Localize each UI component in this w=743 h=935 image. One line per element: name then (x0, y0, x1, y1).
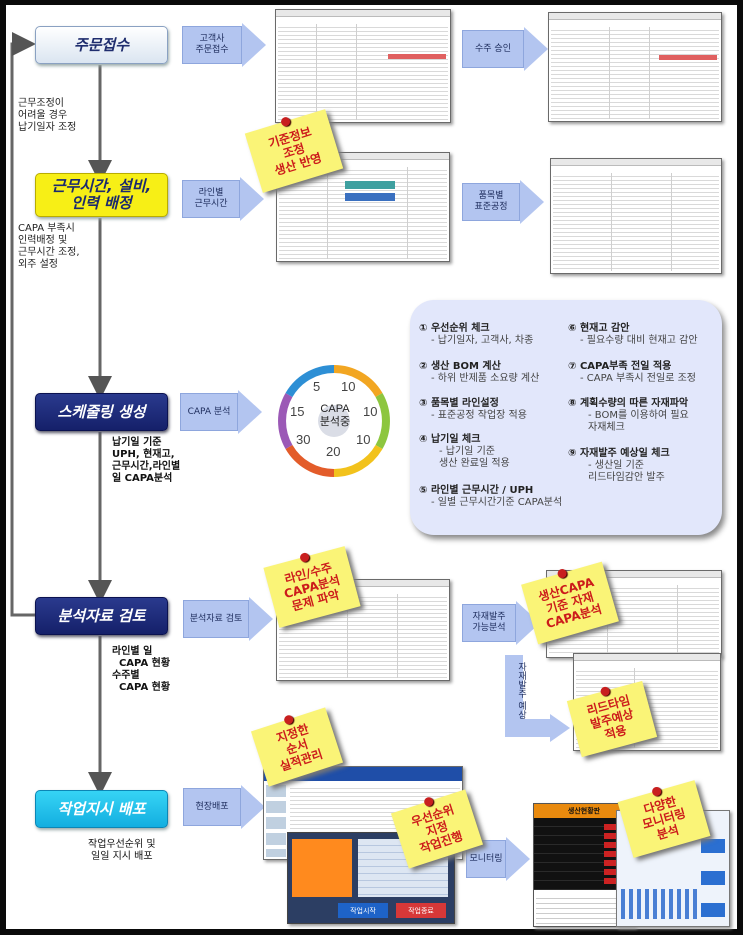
note-adjust-deadline: 근무조정이 어려울 경우 납기일자 조정 (18, 98, 77, 133)
material-check-label: 자재발주 예상 (516, 662, 526, 719)
check-item-4: ④ 납기일 체크- 납기일 기준 생산 완료일 적용 (419, 434, 510, 469)
step-worktime-assignment: 근무시간, 설비, 인력 배정 (35, 173, 168, 217)
material-down-arrow (505, 655, 552, 737)
screenshot-order-approve (548, 12, 722, 122)
gauge-num-10b: 10 (363, 404, 378, 419)
capa-gauge (278, 365, 390, 477)
capa-check-panel (410, 300, 722, 535)
check-item-6: ⑥ 현재고 감안- 필요수량 대비 현재고 감안 (568, 323, 698, 346)
check-item-7: ⑦ CAPA부족 전일 적용- CAPA 부족시 전일로 조정 (568, 361, 696, 384)
gauge-num-20: 20 (326, 444, 341, 459)
step-analysis-review: 분석자료 검토 (35, 597, 168, 635)
work-start-button: 작업시작 (338, 903, 388, 918)
step-work-dispatch: 작업지시 배포 (35, 790, 168, 828)
note-capa-shortage: CAPA 부족시 인력배정 및 근무시간 조정, 외주 설정 (18, 223, 80, 270)
screenshot-line-worktime (276, 152, 450, 262)
gauge-num-30: 30 (296, 432, 311, 447)
gauge-center-label: CAPA 분석중 (316, 403, 354, 429)
note-dispatch-desc: 작업우선순위 및 일일 지시 배포 (88, 839, 156, 862)
step-schedule-generation: 스케줄링 생성 (35, 393, 168, 431)
check-item-2: ② 생산 BOM 계산- 하위 반제품 소요량 계산 (419, 361, 540, 384)
step-order-intake: 주문접수 (35, 26, 168, 64)
check-item-8: ⑧ 계획수량의 따른 자재파악- BOM를 이용하여 필요 자재체크 (568, 398, 689, 433)
gauge-num-10a: 10 (341, 379, 356, 394)
check-item-9: ⑨ 자재발주 예상일 체크- 생산일 기준 리드타임감안 발주 (568, 448, 670, 483)
monitor-board-title: 생산현황판 (534, 804, 634, 818)
work-end-button: 작업종료 (396, 903, 446, 918)
check-item-5: ⑤ 라인별 근무시간 / UPH- 일별 근무시간기준 CAPA분석 (419, 485, 563, 508)
gauge-center-line1: CAPA (320, 403, 350, 415)
check-item-3: ③ 품목별 라인설정- 표준공정 작업장 적용 (419, 398, 527, 421)
screenshot-order-list (275, 9, 451, 123)
note-analysis-desc: 라인별 일 CAPA 현황 수주별 CAPA 현황 (112, 646, 171, 693)
gauge-num-15: 15 (290, 404, 305, 419)
feedback-loop-line (10, 32, 36, 617)
note-schedule-desc: 납기일 기준 UPH, 현재고, 근무시간,라인별 일 CAPA분석 (112, 437, 181, 484)
check-item-1: ① 우선순위 체크- 납기일자, 고객사, 차종 (419, 323, 534, 346)
screenshot-item-process (550, 158, 722, 274)
gauge-num-5: 5 (313, 379, 321, 394)
gauge-center-line2: 분석중 (319, 416, 351, 428)
gauge-num-10c: 10 (356, 432, 371, 447)
